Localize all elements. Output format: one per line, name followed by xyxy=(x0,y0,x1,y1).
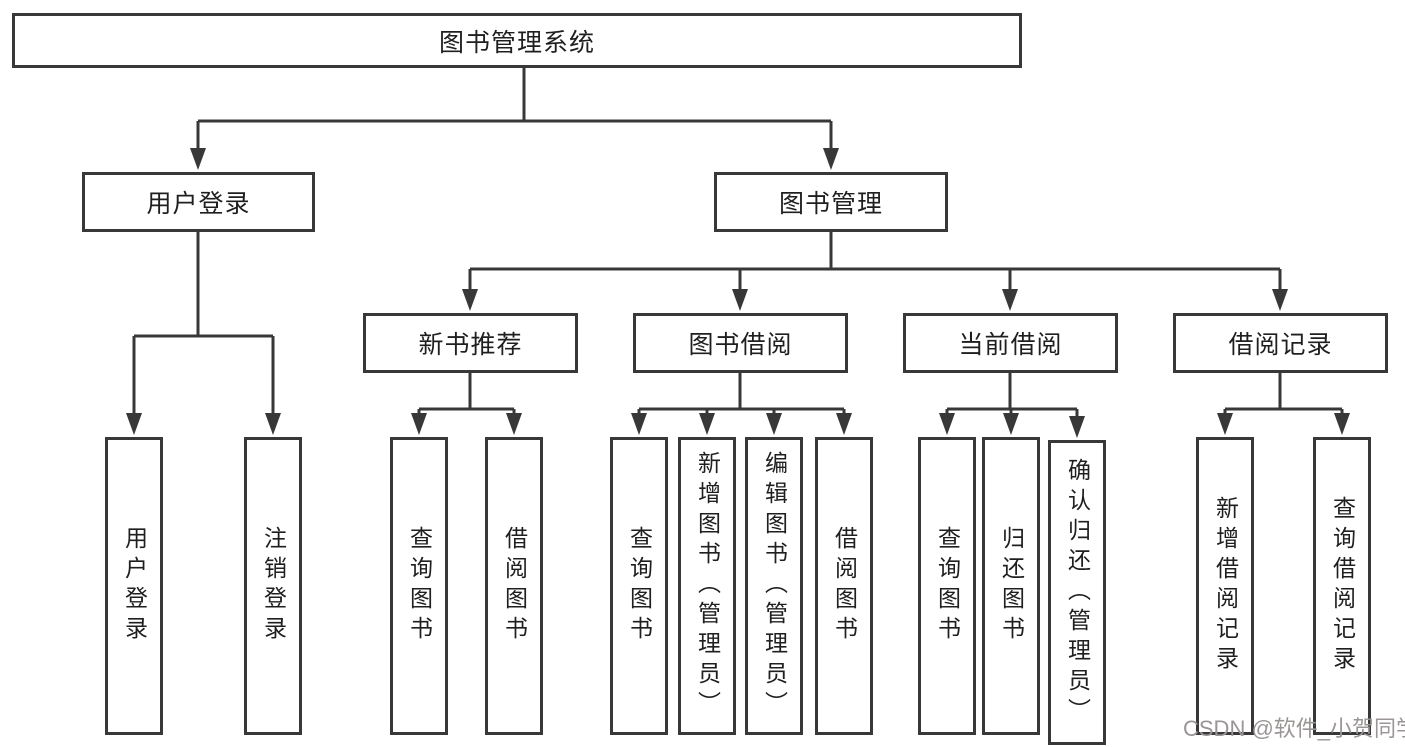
node-root-system: 图书管理系统 xyxy=(12,13,1022,68)
arrowhead-icons xyxy=(126,148,1350,438)
leaf-query-book: 查询图书 xyxy=(390,437,448,735)
node-user-login: 用户登录 xyxy=(82,172,315,232)
leaf-label: 新增借阅记录 xyxy=(1212,496,1239,676)
leaf-label: 新增图书（管理员） xyxy=(694,451,721,721)
leaf-return-book: 归还图书 xyxy=(982,437,1040,735)
node-current-borrow: 当前借阅 xyxy=(903,313,1118,373)
leaf-label: 归还图书 xyxy=(998,526,1025,646)
leaf-logout: 注销登录 xyxy=(244,437,302,735)
leaf-label: 查询图书 xyxy=(934,526,961,646)
leaf-edit-book-admin: 编辑图书（管理员） xyxy=(745,437,803,735)
leaf-query-borrow-record: 查询借阅记录 xyxy=(1313,437,1371,735)
node-book-borrow: 图书借阅 xyxy=(633,313,848,373)
leaf-label: 编辑图书（管理员） xyxy=(761,451,788,721)
node-borrow-records: 借阅记录 xyxy=(1173,313,1388,373)
leaf-add-borrow-record: 新增借阅记录 xyxy=(1196,437,1254,735)
leaf-label: 查询图书 xyxy=(406,526,433,646)
leaf-label: 借阅图书 xyxy=(831,526,858,646)
leaf-query-book: 查询图书 xyxy=(610,437,668,735)
leaf-query-book: 查询图书 xyxy=(918,437,976,735)
leaf-borrow-book: 借阅图书 xyxy=(485,437,543,735)
leaf-confirm-return-admin: 确认归还（管理员） xyxy=(1048,440,1106,745)
node-book-management: 图书管理 xyxy=(714,172,948,232)
leaf-user-login: 用户登录 xyxy=(105,437,163,735)
leaf-label: 确认归还（管理员） xyxy=(1064,457,1091,728)
node-new-book-recommend: 新书推荐 xyxy=(363,313,578,373)
leaf-label: 注销登录 xyxy=(260,526,287,646)
leaf-label: 查询图书 xyxy=(626,526,653,646)
leaf-add-book-admin: 新增图书（管理员） xyxy=(678,437,736,735)
leaf-label: 借阅图书 xyxy=(501,526,528,646)
csdn-watermark: CSDN @软件_小贺同学 xyxy=(1183,716,1405,741)
leaf-label: 查询借阅记录 xyxy=(1329,496,1356,676)
leaf-borrow-book: 借阅图书 xyxy=(815,437,873,735)
leaf-label: 用户登录 xyxy=(121,526,148,646)
